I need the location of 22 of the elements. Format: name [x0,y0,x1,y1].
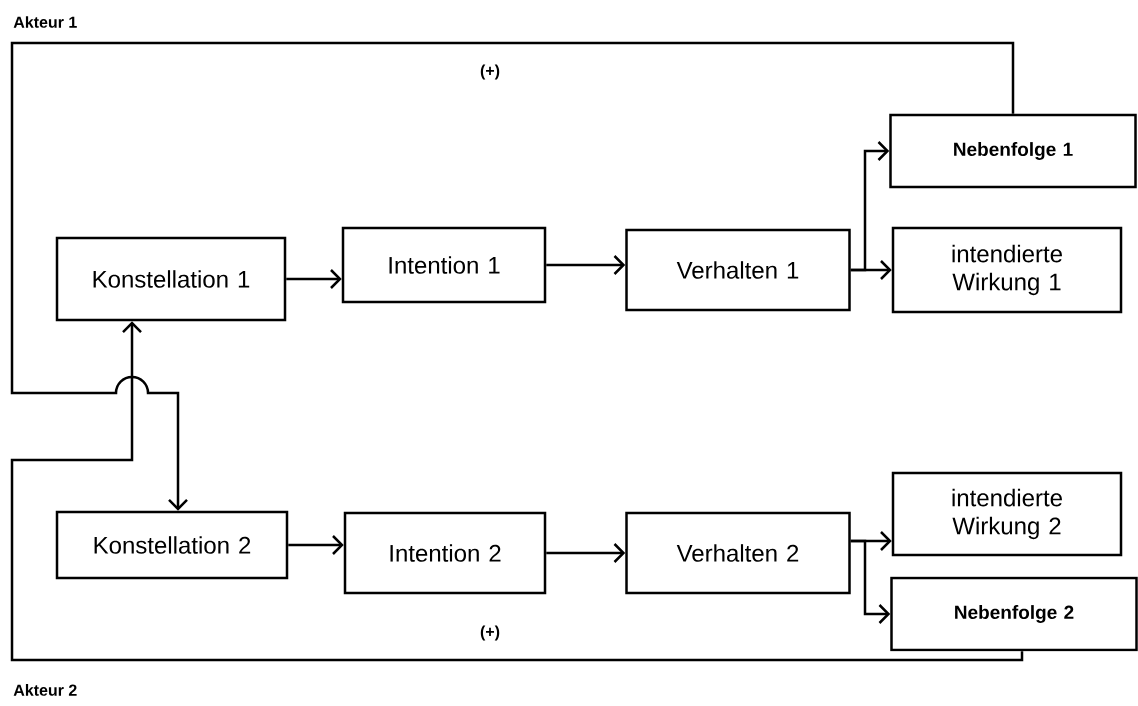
process-box: Intention 2 [343,511,547,595]
actor-label: Akteur 1 [13,16,77,28]
arrow [850,260,892,280]
edge-label: (+) [478,62,502,82]
side-effect-box: Nebenfolge 1 [889,113,1137,189]
side-effect-box: Nebenfolge 2 [890,576,1138,652]
arrow [288,535,344,555]
arrow [10,41,1015,511]
process-box: Konstellation 2 [55,510,289,580]
process-box: Verhalten 2 [625,511,851,595]
arrow [546,543,626,563]
arrow [10,321,1024,662]
process-box: intendierte Wirkung 2 [891,471,1123,557]
arrow [850,539,891,624]
actor-label: Akteur 2 [13,684,77,696]
process-box: Verhalten 1 [625,228,851,312]
arrow [546,255,626,275]
process-box: intendierte Wirkung 1 [891,226,1123,314]
edge-label: (+) [478,623,502,643]
process-box: Intention 1 [341,226,547,304]
process-box: Konstellation 1 [55,236,287,322]
arrow [286,269,342,289]
